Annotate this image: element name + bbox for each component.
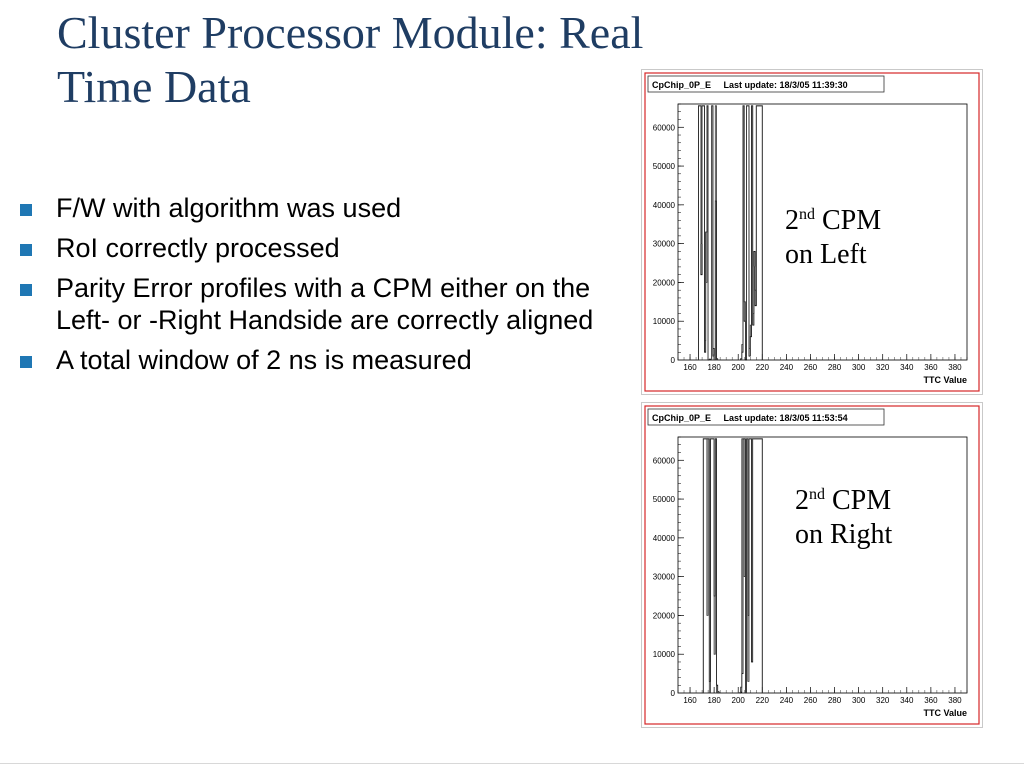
y-tick-label: 40000 [653, 534, 676, 543]
x-tick-label: 320 [876, 363, 890, 372]
x-tick-label: 220 [756, 363, 770, 372]
x-tick-label: 200 [732, 363, 746, 372]
x-tick-label: 240 [780, 363, 794, 372]
x-tick-label: 380 [948, 363, 962, 372]
histogram-panel-bottom: CpChip_0P_E Last update: 18/3/05 11:53:5… [641, 402, 983, 728]
x-tick-label: 280 [828, 696, 842, 705]
x-tick-label: 220 [756, 696, 770, 705]
y-tick-label: 60000 [653, 123, 676, 132]
y-tick-label: 20000 [653, 611, 676, 620]
slide-title: Cluster Processor Module: Real Time Data [57, 6, 817, 114]
x-tick-label: 300 [852, 696, 866, 705]
y-tick-label: 0 [671, 689, 676, 698]
annotation-line-1: 2nd CPM [795, 485, 892, 516]
y-tick-label: 20000 [653, 278, 676, 287]
bullet-text: A total window of 2 ns is measured [56, 345, 472, 375]
bullet-list: F/W with algorithm was used RoI correctl… [18, 192, 638, 384]
y-tick-label: 40000 [653, 201, 676, 210]
annotation-left: 2nd CPM on Left [785, 204, 882, 272]
x-tick-label: 380 [948, 696, 962, 705]
title-line-1: Cluster Processor Module: Real [57, 7, 644, 58]
x-tick-label: 340 [900, 696, 914, 705]
annotation-line-1: 2nd CPM [785, 205, 882, 236]
bullet-item: F/W with algorithm was used [18, 192, 638, 224]
bullet-square-icon [20, 284, 32, 296]
y-tick-label: 60000 [653, 456, 676, 465]
chart-header: CpChip_0P_E Last update: 18/3/05 11:53:5… [652, 413, 848, 423]
y-tick-label: 30000 [653, 573, 676, 582]
x-tick-label: 200 [732, 696, 746, 705]
bullet-square-icon [20, 204, 32, 216]
y-tick-label: 10000 [653, 650, 676, 659]
bullet-square-icon [20, 244, 32, 256]
histogram-series-line [678, 105, 967, 361]
histogram-series-line [678, 438, 967, 694]
bullet-item: Parity Error profiles with a CPM either … [18, 272, 638, 336]
x-tick-label: 260 [804, 363, 818, 372]
x-tick-label: 320 [876, 696, 890, 705]
bottom-divider [0, 763, 1024, 764]
histogram-panel-top: CpChip_0P_E Last update: 18/3/05 11:39:3… [641, 69, 983, 395]
y-tick-label: 50000 [653, 495, 676, 504]
x-tick-label: 280 [828, 363, 842, 372]
x-axis-label: TTC Value [923, 375, 967, 385]
annotation-line-2: on Right [795, 519, 893, 550]
chart-header-box [647, 408, 885, 426]
x-tick-label: 180 [707, 363, 721, 372]
x-tick-label: 240 [780, 696, 794, 705]
histogram-chart-bottom: CpChip_0P_E Last update: 18/3/05 11:53:5… [644, 405, 980, 725]
y-tick-label: 30000 [653, 240, 676, 249]
x-axis-label: TTC Value [923, 708, 967, 718]
plot-frame [677, 436, 968, 694]
x-tick-label: 160 [683, 363, 697, 372]
x-tick-label: 160 [683, 696, 697, 705]
annotation-line-2: on Left [785, 239, 867, 270]
x-tick-label: 300 [852, 363, 866, 372]
x-tick-label: 340 [900, 363, 914, 372]
y-tick-label: 10000 [653, 317, 676, 326]
title-line-2: Time Data [57, 61, 251, 112]
annotation-right: 2nd CPM on Right [795, 484, 893, 552]
bullet-item: A total window of 2 ns is measured [18, 344, 638, 376]
x-tick-label: 360 [924, 363, 938, 372]
bullet-text: Parity Error profiles with a CPM either … [56, 273, 594, 335]
bullet-text: F/W with algorithm was used [56, 193, 402, 223]
x-tick-label: 180 [707, 696, 721, 705]
chart-header-box [647, 75, 885, 93]
y-tick-label: 50000 [653, 162, 676, 171]
bullet-text: RoI correctly processed [56, 233, 340, 263]
y-tick-label: 0 [671, 356, 676, 365]
x-tick-label: 360 [924, 696, 938, 705]
x-tick-label: 260 [804, 696, 818, 705]
chart-header: CpChip_0P_E Last update: 18/3/05 11:39:3… [652, 80, 848, 90]
bullet-square-icon [20, 356, 32, 368]
bullet-item: RoI correctly processed [18, 232, 638, 264]
